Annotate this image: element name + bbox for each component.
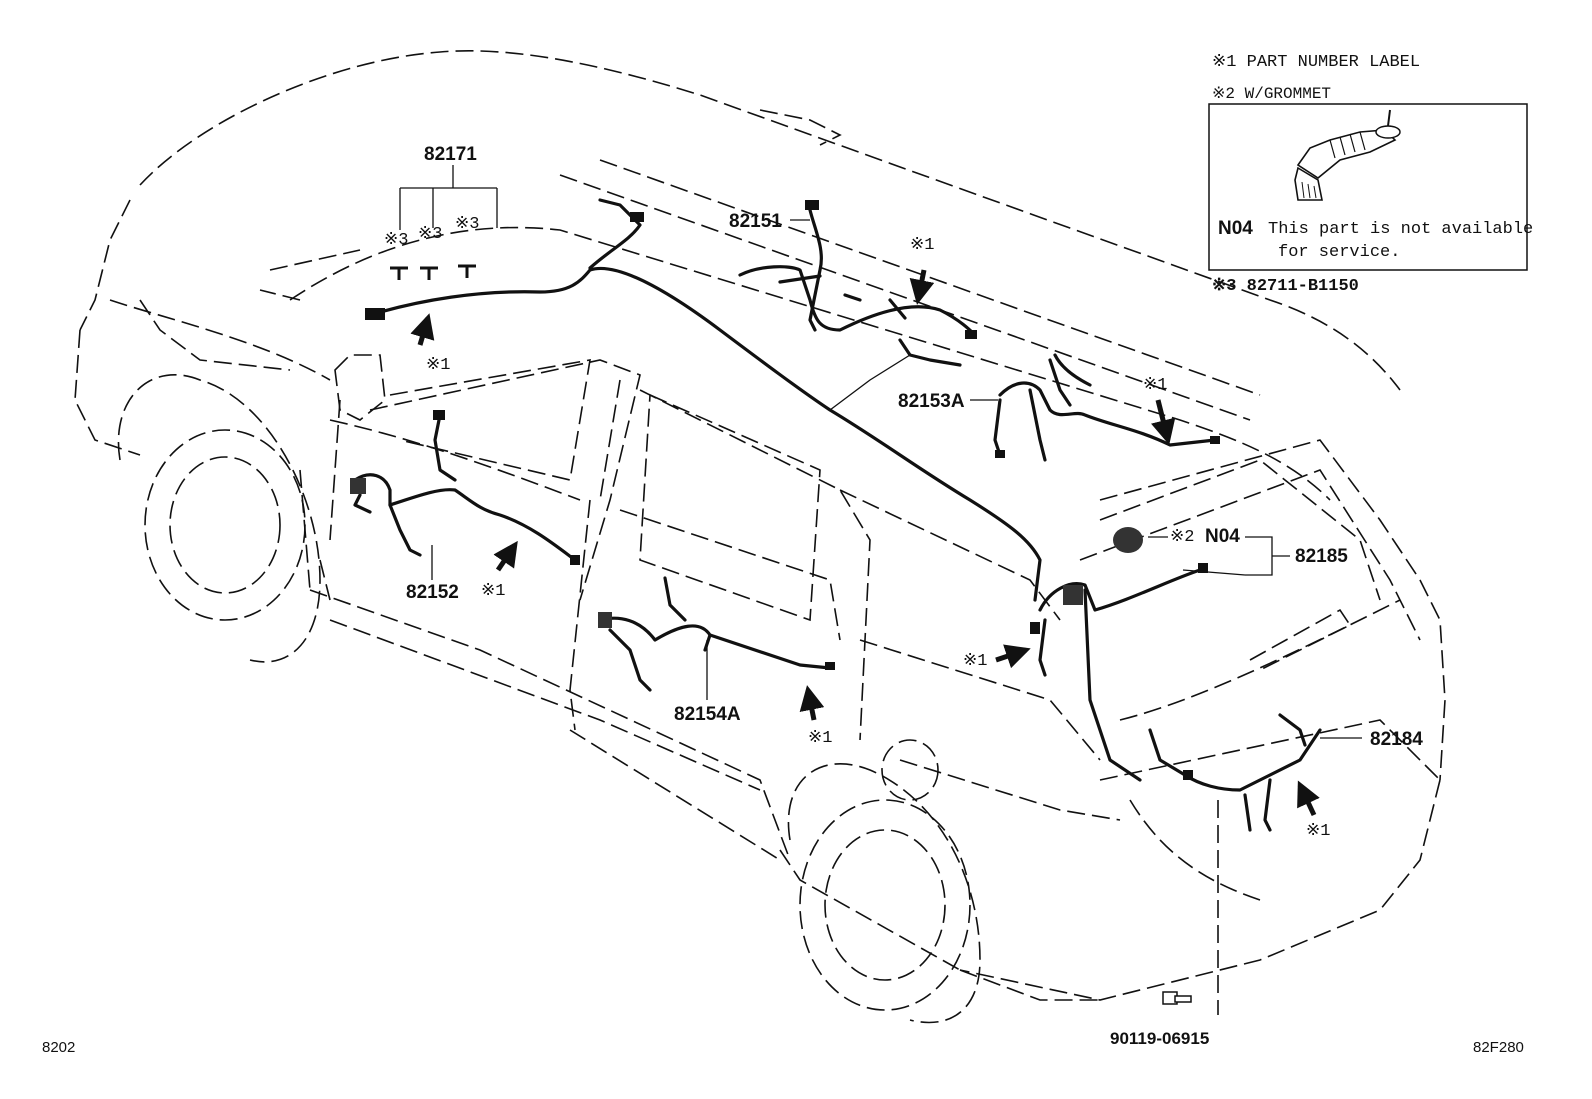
harness-82184 bbox=[1148, 713, 1322, 832]
marker-label-82184: ※1 bbox=[1306, 822, 1331, 841]
legend-note-clip-part: ※3 82711-B1150 bbox=[1212, 277, 1359, 296]
legend-inset-text-line2: for service. bbox=[1278, 243, 1401, 262]
marker-label-82185: ※1 bbox=[963, 652, 988, 671]
marker-clip-3: ※3 bbox=[455, 215, 480, 234]
legend-note-part-number-label: ※1 PART NUMBER LABEL bbox=[1212, 53, 1421, 72]
legend-inset-text-line1: This part is not available bbox=[1268, 220, 1534, 239]
marker-label-82152: ※1 bbox=[481, 582, 506, 601]
callout-90119-06915: 90119-06915 bbox=[1110, 1029, 1210, 1048]
callout-82153A: 82153A bbox=[898, 391, 965, 412]
marker-clip-1: ※3 bbox=[384, 231, 409, 250]
leader-lines bbox=[399, 165, 1362, 739]
clip-icons bbox=[390, 264, 476, 280]
harness-82154A bbox=[598, 576, 835, 692]
vehicle-body-outline bbox=[74, 50, 1446, 1024]
marker-label-82154A: ※1 bbox=[808, 729, 833, 748]
harness-82185 bbox=[1030, 563, 1208, 782]
callout-82184: 82184 bbox=[1370, 729, 1423, 750]
marker-label-82151: ※1 bbox=[910, 236, 935, 255]
harness-82151 bbox=[738, 200, 977, 367]
marker-label-82153A: ※1 bbox=[1143, 376, 1168, 395]
callout-n04: N04 bbox=[1205, 526, 1240, 547]
harness-82171 bbox=[365, 198, 1042, 602]
callout-82185: 82185 bbox=[1295, 546, 1348, 567]
callout-82152: 82152 bbox=[406, 582, 459, 603]
legend-note-grommet: ※2 W/GROMMET bbox=[1212, 85, 1332, 103]
marker-label-82171: ※1 bbox=[426, 356, 451, 375]
part-number-label-arrows bbox=[410, 269, 1320, 817]
legend-inset-code: N04 bbox=[1218, 218, 1253, 239]
callout-82151: 82151 bbox=[729, 211, 782, 232]
figure-ref-left: 8202 bbox=[42, 1039, 76, 1056]
harness-82153A bbox=[993, 353, 1220, 462]
harness-82152 bbox=[350, 410, 580, 565]
figure-ref-right: 82F280 bbox=[1473, 1039, 1524, 1056]
marker-grommet: ※2 bbox=[1170, 528, 1195, 547]
callout-82171: 82171 bbox=[424, 144, 477, 165]
callout-82154A: 82154A bbox=[674, 704, 741, 725]
grommet-n04 bbox=[1113, 527, 1143, 553]
marker-clip-2: ※3 bbox=[418, 225, 443, 244]
bolt-icon bbox=[1162, 800, 1219, 1015]
grommet-detail-icon bbox=[1294, 109, 1401, 201]
